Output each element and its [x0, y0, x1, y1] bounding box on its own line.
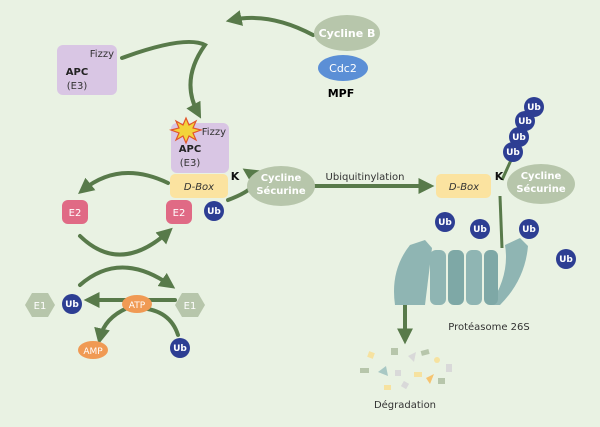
ub-free-input: Ub [170, 338, 190, 358]
ub-label: Ub [173, 344, 187, 354]
dbox-left: D-Box K [170, 170, 240, 198]
atp-node: ATP [122, 295, 152, 313]
activation-star-icon [168, 116, 204, 145]
securin-left-label: Sécurine [256, 185, 306, 197]
apc-label: APC [66, 67, 88, 78]
ub-input-arrow [138, 306, 180, 337]
fizzy-label: Fizzy [90, 49, 114, 60]
mpf-label: MPF [328, 87, 355, 100]
proteasome-label: Protéasome 26S [448, 321, 530, 333]
ub-label: Ub [65, 300, 79, 310]
cyclin-right-label: Cycline [521, 171, 562, 182]
ub-chain-lines [498, 157, 514, 249]
ub-label: Ub [559, 255, 573, 265]
fizzy-apc-box [57, 45, 117, 95]
ub-label: Ub [522, 225, 536, 235]
fizzy-activation-arrow [120, 39, 208, 119]
ub-label: Ub [506, 148, 520, 158]
dbox-right-label: D-Box [449, 182, 479, 193]
e2-charge-arrow-top [78, 227, 173, 257]
ub-free-4: Ub [556, 249, 576, 269]
cyclin-b-label: Cycline B [319, 27, 376, 40]
cyclin-securin-right: Cycline Sécurine [507, 164, 575, 204]
amp-label: AMP [83, 347, 103, 357]
dbox-left-label: D-Box [184, 182, 214, 193]
mpf-complex: Cycline B Cdc2 MPF [314, 15, 380, 100]
degradation-label: Dégradation [374, 399, 436, 411]
fizzy-apc-inactive: Fizzy APC (E3) [57, 45, 117, 95]
cyclin-securin-left: Cycline Sécurine [247, 166, 315, 206]
e1-node-left: E1 [25, 293, 55, 317]
lysine-left-label: K [231, 170, 240, 183]
mpf-activation-arrow [225, 10, 315, 37]
ub-label: Ub [512, 133, 526, 143]
lysine-right-label: K [495, 170, 504, 183]
e1-node-right: E1 [175, 293, 205, 317]
e2-top-label: E2 [69, 208, 82, 219]
e2-node-top: E2 [62, 200, 88, 224]
e2-recycle-arrow [78, 171, 170, 195]
e2-charge-arrow-bottom [78, 265, 176, 289]
e3-active-label: (E3) [180, 158, 201, 169]
ub-label: Ub [207, 207, 221, 217]
ub-on-e1: Ub [62, 294, 82, 314]
ub-label: Ub [438, 218, 452, 228]
cdc2-label: Cdc2 [329, 62, 357, 75]
ub-label: Ub [473, 225, 487, 235]
ub-free-1: Ub [435, 212, 455, 232]
cdc2-node [318, 55, 368, 81]
ub-chain-4: Ub [503, 142, 523, 162]
dbox-right: D-Box K [436, 170, 504, 198]
ub-chain-2: Ub [515, 111, 535, 131]
ub-label: Ub [527, 103, 541, 113]
amp-node: AMP [78, 341, 108, 359]
ub-circles: Ub Ub Ub Ub Ub Ub Ub Ub Ub Ub Ub [62, 97, 576, 358]
atp-label: ATP [129, 301, 146, 311]
fizzy-apc-active: Fizzy APC (E3) [168, 116, 229, 173]
ubiquitinylation-label: Ubiquitinylation [326, 172, 405, 183]
apc-active-label: APC [179, 144, 201, 155]
e2-node-bottom: E2 [166, 200, 192, 224]
e2-bottom-label: E2 [173, 208, 186, 219]
proteasome-26s: Protéasome 26S [394, 238, 530, 333]
ub-label: Ub [518, 117, 532, 127]
cyclin-left-label: Cycline [261, 173, 302, 184]
e1-right-label: E1 [184, 301, 197, 312]
securin-right-label: Sécurine [516, 183, 566, 195]
proteasome-cap-left [394, 240, 432, 305]
fizzy-active-label: Fizzy [202, 127, 226, 138]
e3-label: (E3) [67, 81, 88, 92]
ub-free-2: Ub [470, 219, 490, 239]
ub-on-e2: Ub [204, 201, 224, 221]
degradation-fragments [360, 348, 452, 390]
cyclin-b-node [314, 15, 380, 51]
ub-chain-3: Ub [509, 127, 529, 147]
ub-free-3: Ub [519, 219, 539, 239]
e1-left-label: E1 [34, 301, 47, 312]
proteasome-cap-right [490, 238, 528, 305]
